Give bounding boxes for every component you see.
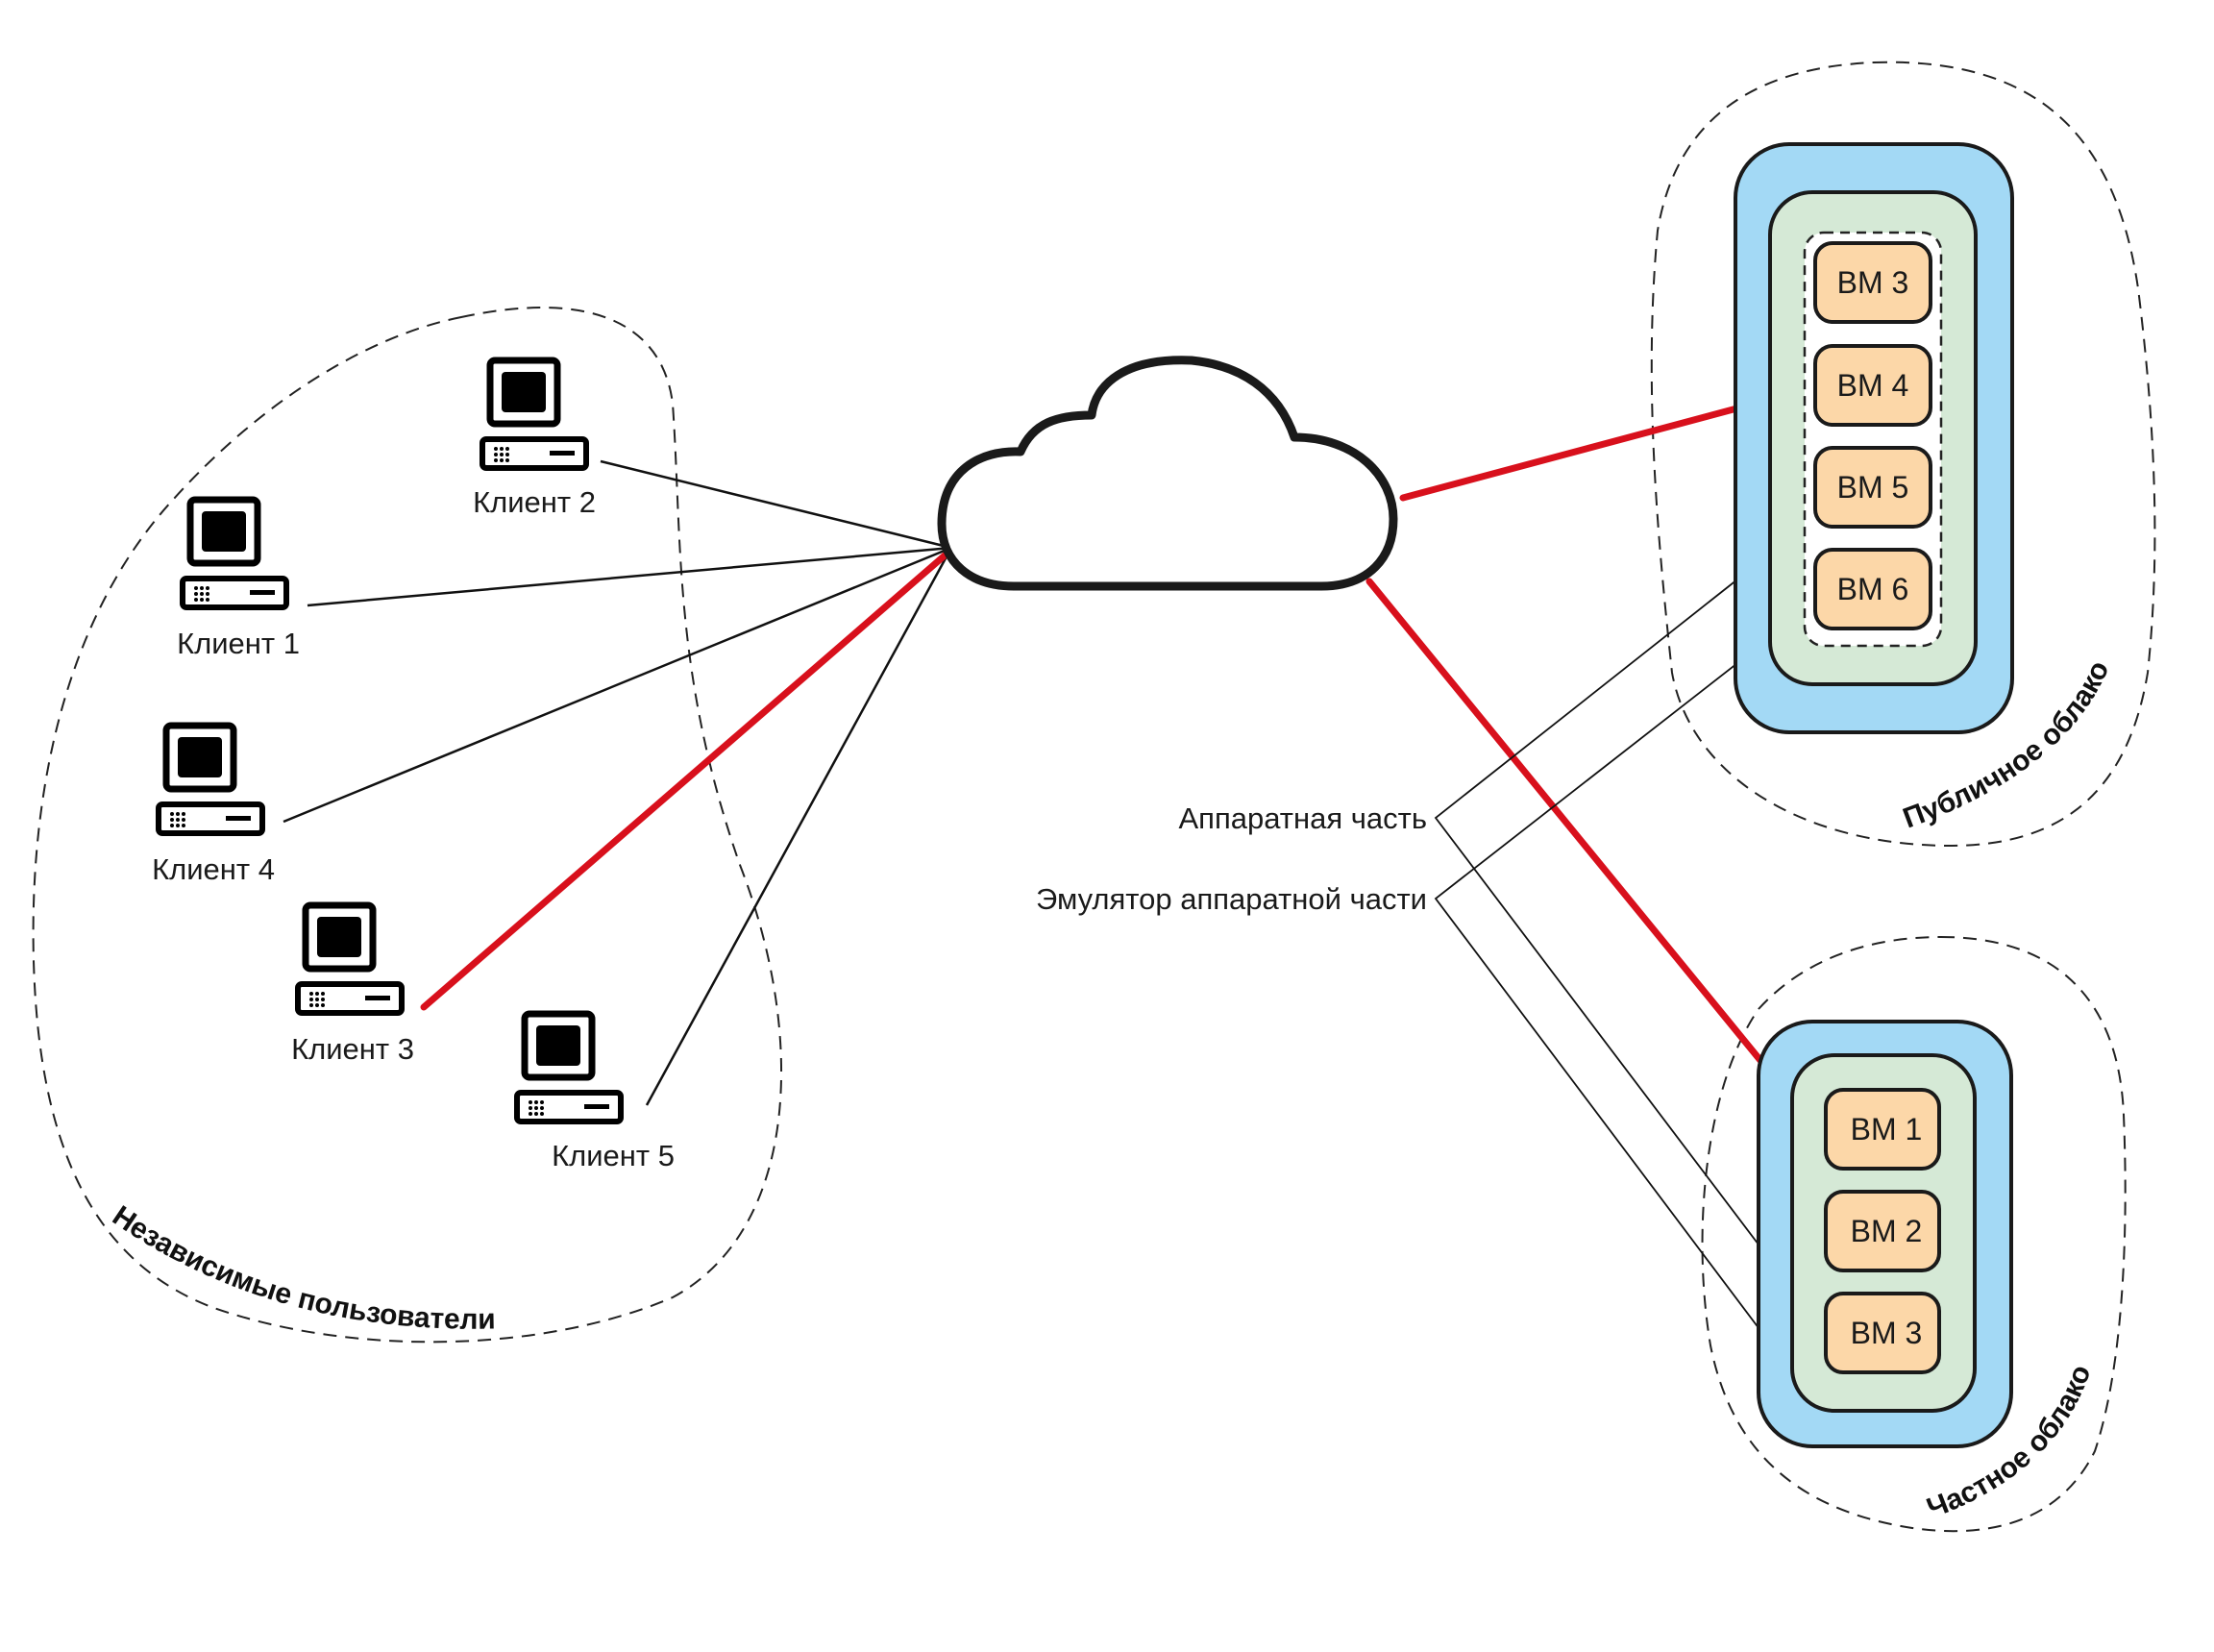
legend-emulator: Эмулятор аппаратной части [1036,882,1427,916]
link-client-5 [645,547,953,1106]
client-links [283,459,955,1106]
client-5[interactable]: Клиент 5 [517,1014,675,1172]
svg-text:ВМ 2: ВМ 2 [1851,1214,1923,1248]
svg-text:ВМ 1: ВМ 1 [1851,1112,1923,1147]
vm-box[interactable]: ВМ 4 [1813,344,1932,427]
svg-text:ВМ 4: ВМ 4 [1837,368,1909,403]
vm-box[interactable]: ВМ 1 [1824,1088,1941,1171]
computer-icon [159,726,262,833]
client-label: Клиент 3 [291,1032,414,1066]
vm-box[interactable]: ВМ 3 [1824,1292,1941,1374]
client-label: Клиент 1 [177,627,300,660]
client-label: Клиент 4 [152,852,275,886]
computer-icon [183,500,286,607]
vm-box[interactable]: ВМ 6 [1813,548,1932,630]
cloud-icon [937,356,1398,591]
computer-icon [482,360,586,468]
client-2[interactable]: Клиент 2 [473,360,596,519]
link-client-2 [600,459,952,550]
vm-box[interactable]: ВМ 3 [1813,241,1932,324]
link-private-vm1 [1365,578,1818,1130]
public-cloud: ВМ 3 ВМ 4 ВМ 5 ВМ 6 [1734,142,2014,734]
svg-text:ВМ 5: ВМ 5 [1837,470,1909,505]
client-label: Клиент 5 [552,1139,675,1172]
client-label: Клиент 2 [473,485,596,519]
private-cloud: ВМ 1 ВМ 2 ВМ 3 [1757,1020,2013,1448]
link-client-3 [420,546,955,1011]
public-cloud-boundary [1650,61,2156,848]
independent-users-boundary [32,307,782,1344]
computer-icon [298,905,402,1013]
client-3[interactable]: Клиент 3 [291,905,414,1066]
link-client-1 [307,546,952,607]
private-cloud-boundary [1701,935,2127,1533]
vm-pool [1803,231,1943,648]
legend-callouts [1434,564,1790,1361]
link-client-4 [283,546,952,824]
vm-box[interactable]: ВМ 5 [1813,446,1932,529]
client-1[interactable]: Клиент 1 [177,500,300,660]
independent-users-label: Независимые пользователи [107,1200,496,1336]
legend-hardware: Аппаратная часть [1179,801,1428,835]
client-4[interactable]: Клиент 4 [152,726,275,886]
svg-text:ВМ 3: ВМ 3 [1851,1316,1923,1350]
svg-text:ВМ 6: ВМ 6 [1837,572,1909,606]
svg-text:ВМ 3: ВМ 3 [1837,265,1909,300]
computer-icon [517,1014,621,1122]
vm-box[interactable]: ВМ 2 [1824,1190,1941,1272]
